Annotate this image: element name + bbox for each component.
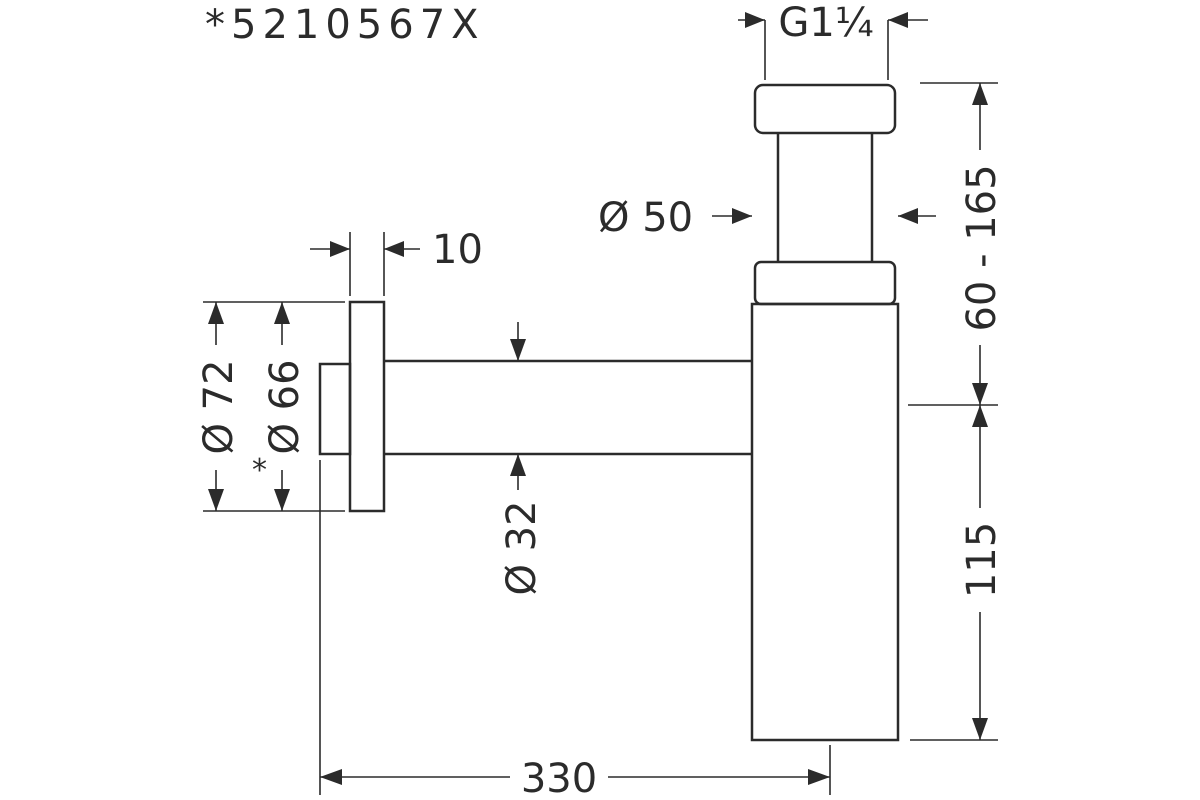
thread-size-label: G1¼ [778, 0, 873, 46]
height-115-label: 115 [959, 522, 1005, 598]
article-number-label: *5210567X [205, 2, 485, 48]
dimension-flange-10 [310, 241, 420, 257]
lower-nut [753, 260, 897, 306]
dimension-dia-66 [274, 302, 290, 511]
diameter-50-label: Ø 50 [598, 195, 693, 241]
diameter-66-label: Ø 66 [262, 359, 308, 454]
star-marker: * [252, 453, 267, 488]
dimension-height-60-165 [972, 83, 988, 405]
outlet-assembly [318, 300, 752, 513]
wall-collar [318, 362, 352, 456]
dimension-dia-32 [510, 322, 526, 490]
siphon-body [750, 83, 900, 742]
height-range-label: 60 - 165 [959, 164, 1005, 331]
length-330-label: 330 [521, 756, 597, 800]
dimension-length-330 [320, 769, 830, 785]
flange-thickness-label: 10 [432, 227, 483, 273]
diameter-32-label: Ø 32 [499, 500, 545, 595]
top-nut [753, 83, 897, 135]
extension-lines [203, 20, 998, 795]
wall-flange [348, 300, 386, 513]
dimension-g1-quarter [738, 12, 928, 28]
dimension-dia-72 [208, 302, 224, 511]
dimension-dia-50 [712, 208, 936, 224]
dimension-height-115 [972, 405, 988, 740]
main-cylinder [750, 302, 900, 742]
diameter-72-label: Ø 72 [196, 359, 242, 454]
